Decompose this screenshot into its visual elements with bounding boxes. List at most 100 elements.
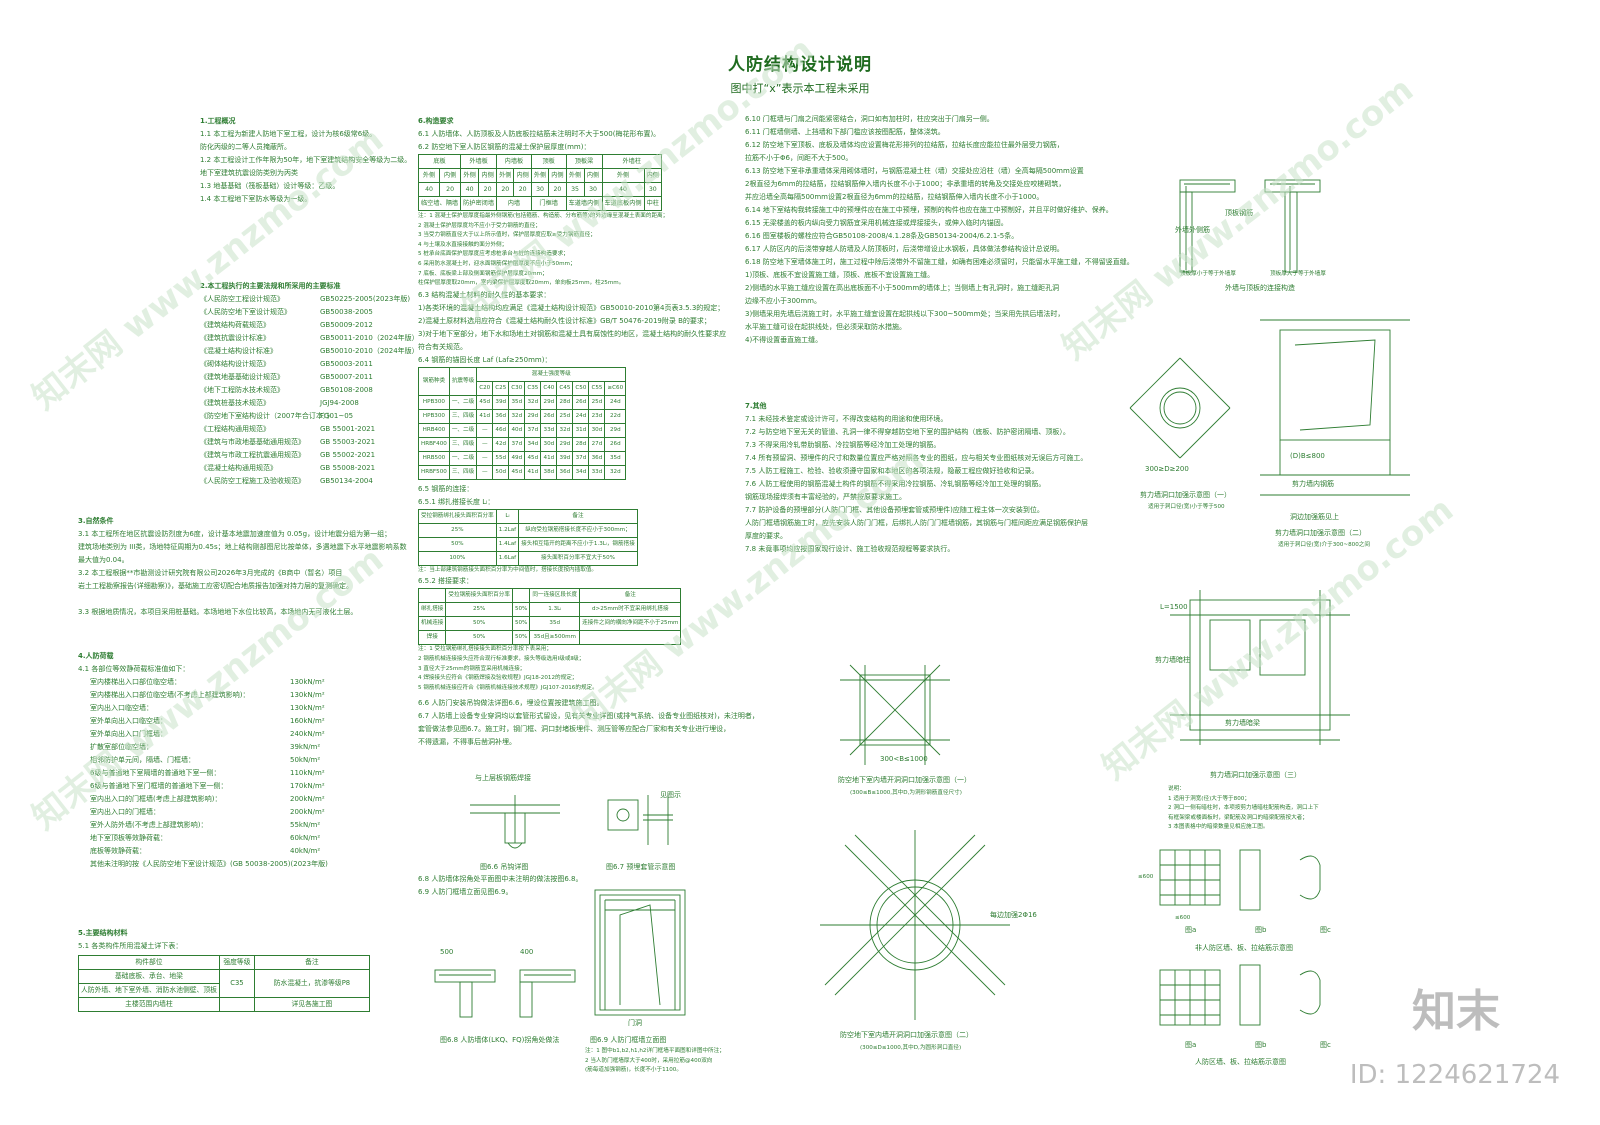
anchor-cell: 38d: [540, 464, 558, 480]
sleeve-detail-figure: [607, 795, 673, 845]
lap-cell: 25%: [418, 522, 497, 538]
anchor-cell: 36d: [556, 464, 574, 480]
section-6-8-9: 6.8 人防墙体拐角处平面图中未注明的做法按图6.8。 6.9 人防门框墙立面见…: [418, 873, 583, 899]
figure-label: 图c: [1320, 926, 1331, 934]
section-6-line: 拉筋不小于Φ6，间距不大于500。: [745, 154, 853, 162]
figure-civil-tie-caption: 人防区墙、板、拉结筋示意图: [1195, 1058, 1286, 1066]
line-6-3a: 3)对于地下室部分，地下水和场地土对钢筋和混凝土具有腐蚀性的地区，混凝土结构的耐…: [418, 329, 727, 338]
anchor-cell: 25d: [588, 394, 606, 410]
standard-name: 《建筑与市政地基基础通用规范》: [200, 438, 305, 446]
section-6-line: 2根直径为6mm的拉结筋，拉结钢筋伸入墙内长度不小于1000；非承重墙的转角及交…: [745, 180, 1066, 188]
standard-code: GB50003-2011: [320, 360, 373, 368]
standard-row: 《人民防空工程设计规范》GB50225-2005(2023年版): [200, 293, 419, 306]
anchor-cell: HRBF400: [418, 436, 450, 452]
sleeve-detail-note: 见图示: [660, 791, 681, 799]
anchor-cell: 37d: [572, 450, 590, 466]
length-label: L=1500: [1160, 603, 1188, 611]
anchor-cell: 46d: [492, 422, 510, 438]
anchor-cell: HRBF500: [418, 464, 450, 480]
section-1-line: 1.2 本工程设计工作年限为50年，地下室建筑结构安全等级为二级。: [200, 156, 412, 164]
cover-wall-type: 中柱: [643, 196, 663, 211]
figure-label: 图a: [1185, 1041, 1197, 1049]
figure-6-9-note: (筋每道加强钢筋)，长度不小于1100。: [585, 1067, 682, 1074]
non-civil-defense-tie-figure: [1159, 849, 1321, 911]
cover-value: 30: [530, 182, 550, 197]
anchor-concrete: C25: [492, 380, 510, 396]
line-6-4: 6.4 钢筋的锚固长度 Laf (Laf≥250mm)：: [418, 355, 552, 364]
figure-opening-2-note: (300≤D≤1000,其中D,为圆形洞口直径): [860, 1045, 962, 1051]
cover-side: 内侧: [548, 168, 567, 183]
anchor-cell: 三、四级: [448, 436, 478, 452]
concrete-table-header: 备注: [253, 955, 370, 970]
lap2-header: 受拉钢筋接头面积百分率: [445, 588, 513, 604]
load-label: 4.1 各部位等效静荷载标准值如下：: [78, 665, 190, 673]
load-value: 160kN/m²: [290, 717, 325, 725]
cover-side: 内侧: [513, 168, 532, 183]
lap2-cell: 绑扎搭接: [417, 602, 447, 618]
anchor-cell: 27d: [588, 436, 606, 452]
lap-header: Lₗ: [495, 508, 520, 524]
section-6-line: 水平施工缝可设在起拱线处，但必须采取防水措施。: [745, 323, 906, 331]
standard-row: 《建筑与市政工程抗震通用规范》GB 55002-2021: [200, 449, 419, 462]
note-line: 柱保护层厚度取20mm，室内梁保护层厚度取20mm，单向板25mm，柱25mm。: [418, 280, 625, 287]
anchor-cell: 29d: [524, 408, 542, 424]
standard-row: 《建筑结构荷载规范》GB50009-2012: [200, 319, 419, 332]
load-row: 室内楼梯出入口部位临空墙：130kN/m²: [78, 676, 328, 689]
figure-label: 图b: [1255, 926, 1267, 934]
load-value: 40kN/m²: [290, 847, 321, 855]
lap2-cell: 50%: [445, 616, 513, 632]
cover-group: 外墙板: [460, 154, 498, 169]
anchor-cell: 22d: [604, 408, 627, 424]
cover-wall-type: 内墙: [496, 196, 532, 211]
anchor-cell: 41d: [524, 464, 542, 480]
section-6-line: 6.13 防空地下室非承重墙体采用砌体墙时，与钢筋混凝土柱（墙）交接处应沿柱（墙…: [745, 167, 1084, 175]
lap-note: 注：当上部建筑钢筋接头面积百分率为中间值时，搭接长度按内插取值。: [418, 566, 598, 573]
note-line: 5 桩承台底面保护层厚度应考虑桩承台与桩的连接构造要求；: [418, 251, 569, 258]
load-row: 室外单向出入口临空墙：160kN/m²: [78, 715, 328, 728]
lap-cell: 50%: [418, 536, 497, 552]
cover-value: 20: [478, 182, 498, 197]
concrete-cell: C35: [218, 969, 255, 998]
load-value: 130kN/m²: [290, 691, 325, 699]
anchor-cell: 37d: [508, 436, 526, 452]
standard-name: 《地下工程防水技术规范》: [200, 386, 284, 394]
connection-note-a: 顶板厚小于等于外墙厚: [1180, 271, 1236, 277]
anchor-cell: 40d: [508, 422, 526, 438]
section-7-head: 7.其他: [745, 402, 767, 410]
lap-header: 受拉钢筋绑扎接头面积百分率: [418, 508, 497, 524]
cover-side: 内侧: [478, 168, 498, 183]
edge-rebar-label: 洞边加强筋见上: [1290, 513, 1339, 521]
anchor-cell: 45d: [524, 450, 542, 466]
lap2-cell: 1.3Lₗ: [529, 602, 581, 618]
standard-row: 《防空地下室结构设计（2007年合订本）》FG01~05: [200, 410, 419, 423]
figure-opening-1-caption: 防空地下室内墙开洞洞口加强示意图（一）: [838, 776, 971, 784]
load-row: 6级与普通地下室门框墙的普通地下室一侧：170kN/m²: [78, 780, 328, 793]
note-line: 2 钢筋机械连接接头应符合现行标准要求，接头等级选用Ⅰ级或Ⅱ级；: [418, 655, 585, 662]
section-4-head: 4.人防荷载: [78, 652, 114, 660]
lap2-cell: 机械连接: [417, 616, 447, 632]
line-6-7: 套管做法参见图6.7。施工时，钢门框、洞口封堵板埋件、测压管等应配合厂家和有关专…: [418, 725, 731, 734]
figure-6-7-caption: 图6.7 预埋套管示意图: [606, 863, 676, 871]
note-line: 3 直径大于25mm的钢筋宜采用机械连接；: [418, 665, 526, 672]
note-line: 1 适用于洞宽(径)大于等于800；: [1168, 795, 1250, 802]
standard-name: 《建筑桩基技术规范》: [200, 399, 270, 407]
note-line: 3 当受力钢筋直径大于以上所示值时，保护层厚度应取≥受力钢筋直径；: [418, 232, 596, 239]
section-6-line: 6.11 门框墙侧墙、上挡墙和下部门槛应该按图配筋，整体浇筑。: [745, 128, 945, 136]
line-6-3a: 2)混凝土原材料选用应符合《混凝土结构耐久性设计标准》GB/T 50476-20…: [418, 316, 711, 325]
figure-shear-1-caption: 剪力墙洞口加强示意图（一）: [1140, 491, 1231, 499]
load-value: 39kN/m²: [290, 743, 321, 751]
standard-name: 《人民防空地下室设计规范》: [200, 308, 291, 316]
brand-logo: 知末: [1412, 986, 1500, 1037]
line-6-5-1: 6.5.1 绑扎搭接长度 Lₗ：: [418, 497, 495, 506]
shear-wall-opening-figure-1: [1129, 357, 1231, 459]
load-value: 170kN/m²: [290, 782, 325, 790]
anchor-cell: 35d: [604, 450, 627, 466]
anchor-cell: —: [476, 422, 494, 438]
figure-shear-2-note: 适用于洞口径(宽)介于300~800之间: [1278, 542, 1370, 548]
cover-wall-type: 临空墙、隔墙: [417, 196, 462, 211]
lap-cell: 纵向受拉钢筋搭接长度不应小于300mm；: [518, 522, 638, 538]
cover-side: 外侧: [565, 168, 585, 183]
anchor-cell: 32d: [604, 464, 627, 480]
figure-connection-caption: 外墙与顶板的连接构造: [1225, 284, 1295, 292]
anchor-cell: —: [476, 464, 494, 480]
